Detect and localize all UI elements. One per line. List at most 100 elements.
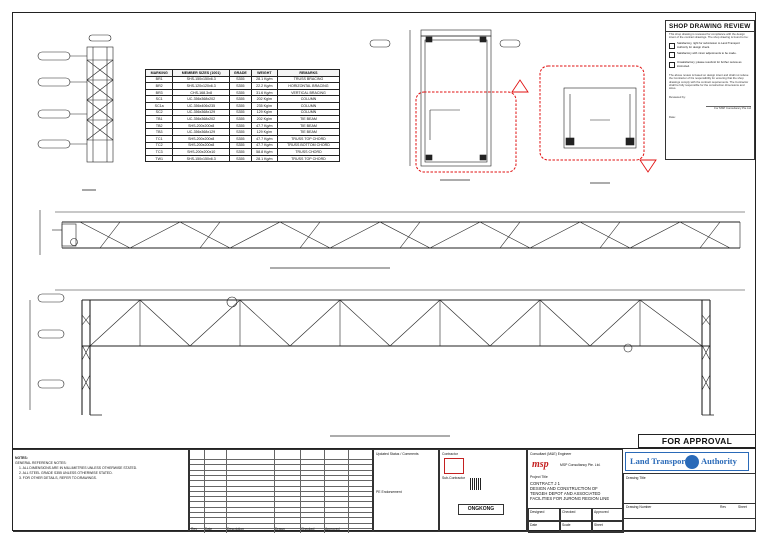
revision-row xyxy=(190,496,372,503)
table-cell: 22.2 Kg/m xyxy=(250,82,278,90)
table-cell: S355 xyxy=(229,75,252,84)
status-panel: Updated Status / Comments PE Endorsement xyxy=(373,449,439,532)
revision-row xyxy=(190,518,372,524)
revision-column-header: Rev xyxy=(191,527,198,531)
table-cell: S355 xyxy=(229,121,252,130)
drawing-field-label: Approved xyxy=(594,510,609,514)
sub-contractor-label: Sub-Contractor xyxy=(442,476,465,480)
member-schedule-table: MARKING MEMBER SIZES (1001) GRADE WEIGHT… xyxy=(144,69,341,163)
revision-column-header: Date xyxy=(205,527,213,531)
project-title-label: Project Title xyxy=(530,475,548,479)
drawing-field-label: Checked xyxy=(562,510,576,514)
table-cell: UC-356x368x202 xyxy=(172,115,230,123)
consultant-name: MSP Consultancy Pte. Ltd. xyxy=(560,463,601,467)
review-option-minor[interactable]: Satisfactory with minor adjustments to b… xyxy=(666,51,754,60)
note-line: 3. FOR OTHER DETAILS, REFER TO DRAWINGS. xyxy=(19,476,97,480)
contractor-logo-icon xyxy=(444,458,464,474)
drawing-field-label: Sheet xyxy=(594,522,603,527)
table-cell: 58.8 Kg/m xyxy=(250,148,278,156)
table-cell: TIE BEAM xyxy=(276,121,341,130)
table-cell: SHS-120x120x6.3 xyxy=(172,82,230,90)
review-title: SHOP DRAWING REVIEW xyxy=(666,21,754,32)
review-intro: This shop drawing is reviewed for compli… xyxy=(669,32,749,40)
checkbox-icon[interactable] xyxy=(669,61,675,68)
drawing-field: Date xyxy=(528,520,560,533)
table-cell: SC2 xyxy=(144,108,174,117)
table-cell: UC-356x368x129 xyxy=(172,108,230,117)
consultant-label: Consultant (M&E) Engineer xyxy=(530,452,572,456)
table-cell: S355 xyxy=(229,154,252,163)
table-cell: CHS-168.3x8 xyxy=(172,88,230,97)
table-cell: BR3 xyxy=(144,88,174,97)
drawing-field: Sheet xyxy=(592,520,624,533)
table-cell: BR2 xyxy=(144,82,174,90)
table-cell: SHS-200x200x10 xyxy=(172,148,230,156)
table-cell: TRUSS BRACING xyxy=(276,75,341,84)
sub-contractor-tag: ONGKONG xyxy=(458,504,504,515)
review-option-unsatisfactory[interactable]: Unsatisfactory; please resubmit for furt… xyxy=(666,60,754,70)
review-option-satisfactory[interactable]: Satisfactory, right for submission to La… xyxy=(666,41,754,51)
project-line: CONTRACT J 1 xyxy=(530,481,560,486)
note-line: 1. ALL DIMENSIONS ARE IN MILLIMETRES UNL… xyxy=(19,466,138,470)
table-cell: SHS-150x150x6.3 xyxy=(172,75,230,84)
column-header: MEMBER SIZES (1001) xyxy=(172,69,230,77)
reviewed-by-label: Reviewed by: xyxy=(669,94,686,99)
review-note: The above review is based on design inte… xyxy=(669,72,749,91)
table-cell: S355 xyxy=(229,141,252,150)
table-cell: COLUMN xyxy=(276,108,341,117)
note-line: 2. ALL STEEL GRADE S355 UNLESS OTHERWISE… xyxy=(19,471,113,475)
column-header: REMARKS xyxy=(276,69,341,77)
table-header-row: MARKING MEMBER SIZES (1001) GRADE WEIGHT… xyxy=(144,69,341,77)
table-cell: TC1 xyxy=(144,134,174,143)
revision-row xyxy=(190,512,372,519)
table-cell: SHS-150x150x6.3 xyxy=(172,154,230,163)
project-line: DESIGN AND CONSTRUCTION OF xyxy=(530,486,598,491)
drawing-number-label: Drawing Number xyxy=(626,505,652,509)
revision-column-header: Drawn xyxy=(275,527,285,531)
table-cell: 47.7 Kg/m xyxy=(250,121,278,130)
table-cell: TC2 xyxy=(144,141,174,150)
table-cell: TIE BEAM xyxy=(276,115,341,123)
column-header: MARKING xyxy=(144,69,174,77)
revision-column-header: Approved xyxy=(325,527,340,531)
project-line: FACILITIES FOR JURONG REGION LINE xyxy=(530,496,610,501)
table-cell: 47.7 Kg/m xyxy=(250,134,278,143)
review-date-label: Date: xyxy=(669,114,676,119)
table-cell: S355 xyxy=(229,115,252,123)
drawing-field-label: Scale xyxy=(562,522,571,527)
table-cell: 31.6 Kg/m xyxy=(250,88,278,97)
table-cell: BR1 xyxy=(144,75,174,84)
table-cell: UC-356x368x129 xyxy=(172,128,230,136)
table-cell: 47.7 Kg/m xyxy=(250,141,278,150)
checkbox-icon[interactable] xyxy=(669,42,675,49)
table-cell: UC-356x368x202 xyxy=(172,95,230,103)
project-line: TENGEH DEPOT AND ASSOCIATED xyxy=(530,491,601,496)
truss-elevation xyxy=(29,289,745,437)
revision-row xyxy=(190,459,372,466)
reviewer-name: For MSP Consultancy Pte Ltd xyxy=(706,106,751,110)
contractor-panel: Contractor Sub-Contractor ONGKONG xyxy=(439,449,527,532)
table-cell: SHS-200x200x8 xyxy=(172,121,230,130)
table-cell: S355 xyxy=(229,82,252,90)
revision-row xyxy=(190,507,372,513)
column-header: GRADE xyxy=(229,69,252,77)
review-option-label: Satisfactory with minor adjustments to b… xyxy=(677,51,737,56)
msp-logo-icon: msp xyxy=(532,459,549,470)
notes-heading: GENERAL REFERENCE NOTES: xyxy=(15,461,67,465)
table-cell: S355 xyxy=(229,95,252,103)
table-cell: S355 xyxy=(229,148,252,156)
checkbox-icon[interactable] xyxy=(669,52,675,59)
table-cell: S355 xyxy=(229,88,252,97)
detail-portal-section xyxy=(369,29,521,181)
authority-name-right: Authority xyxy=(701,456,737,466)
authority-name-left: Land Transport xyxy=(630,456,689,466)
table-cell: S355 xyxy=(229,134,252,143)
revision-row xyxy=(190,491,372,498)
